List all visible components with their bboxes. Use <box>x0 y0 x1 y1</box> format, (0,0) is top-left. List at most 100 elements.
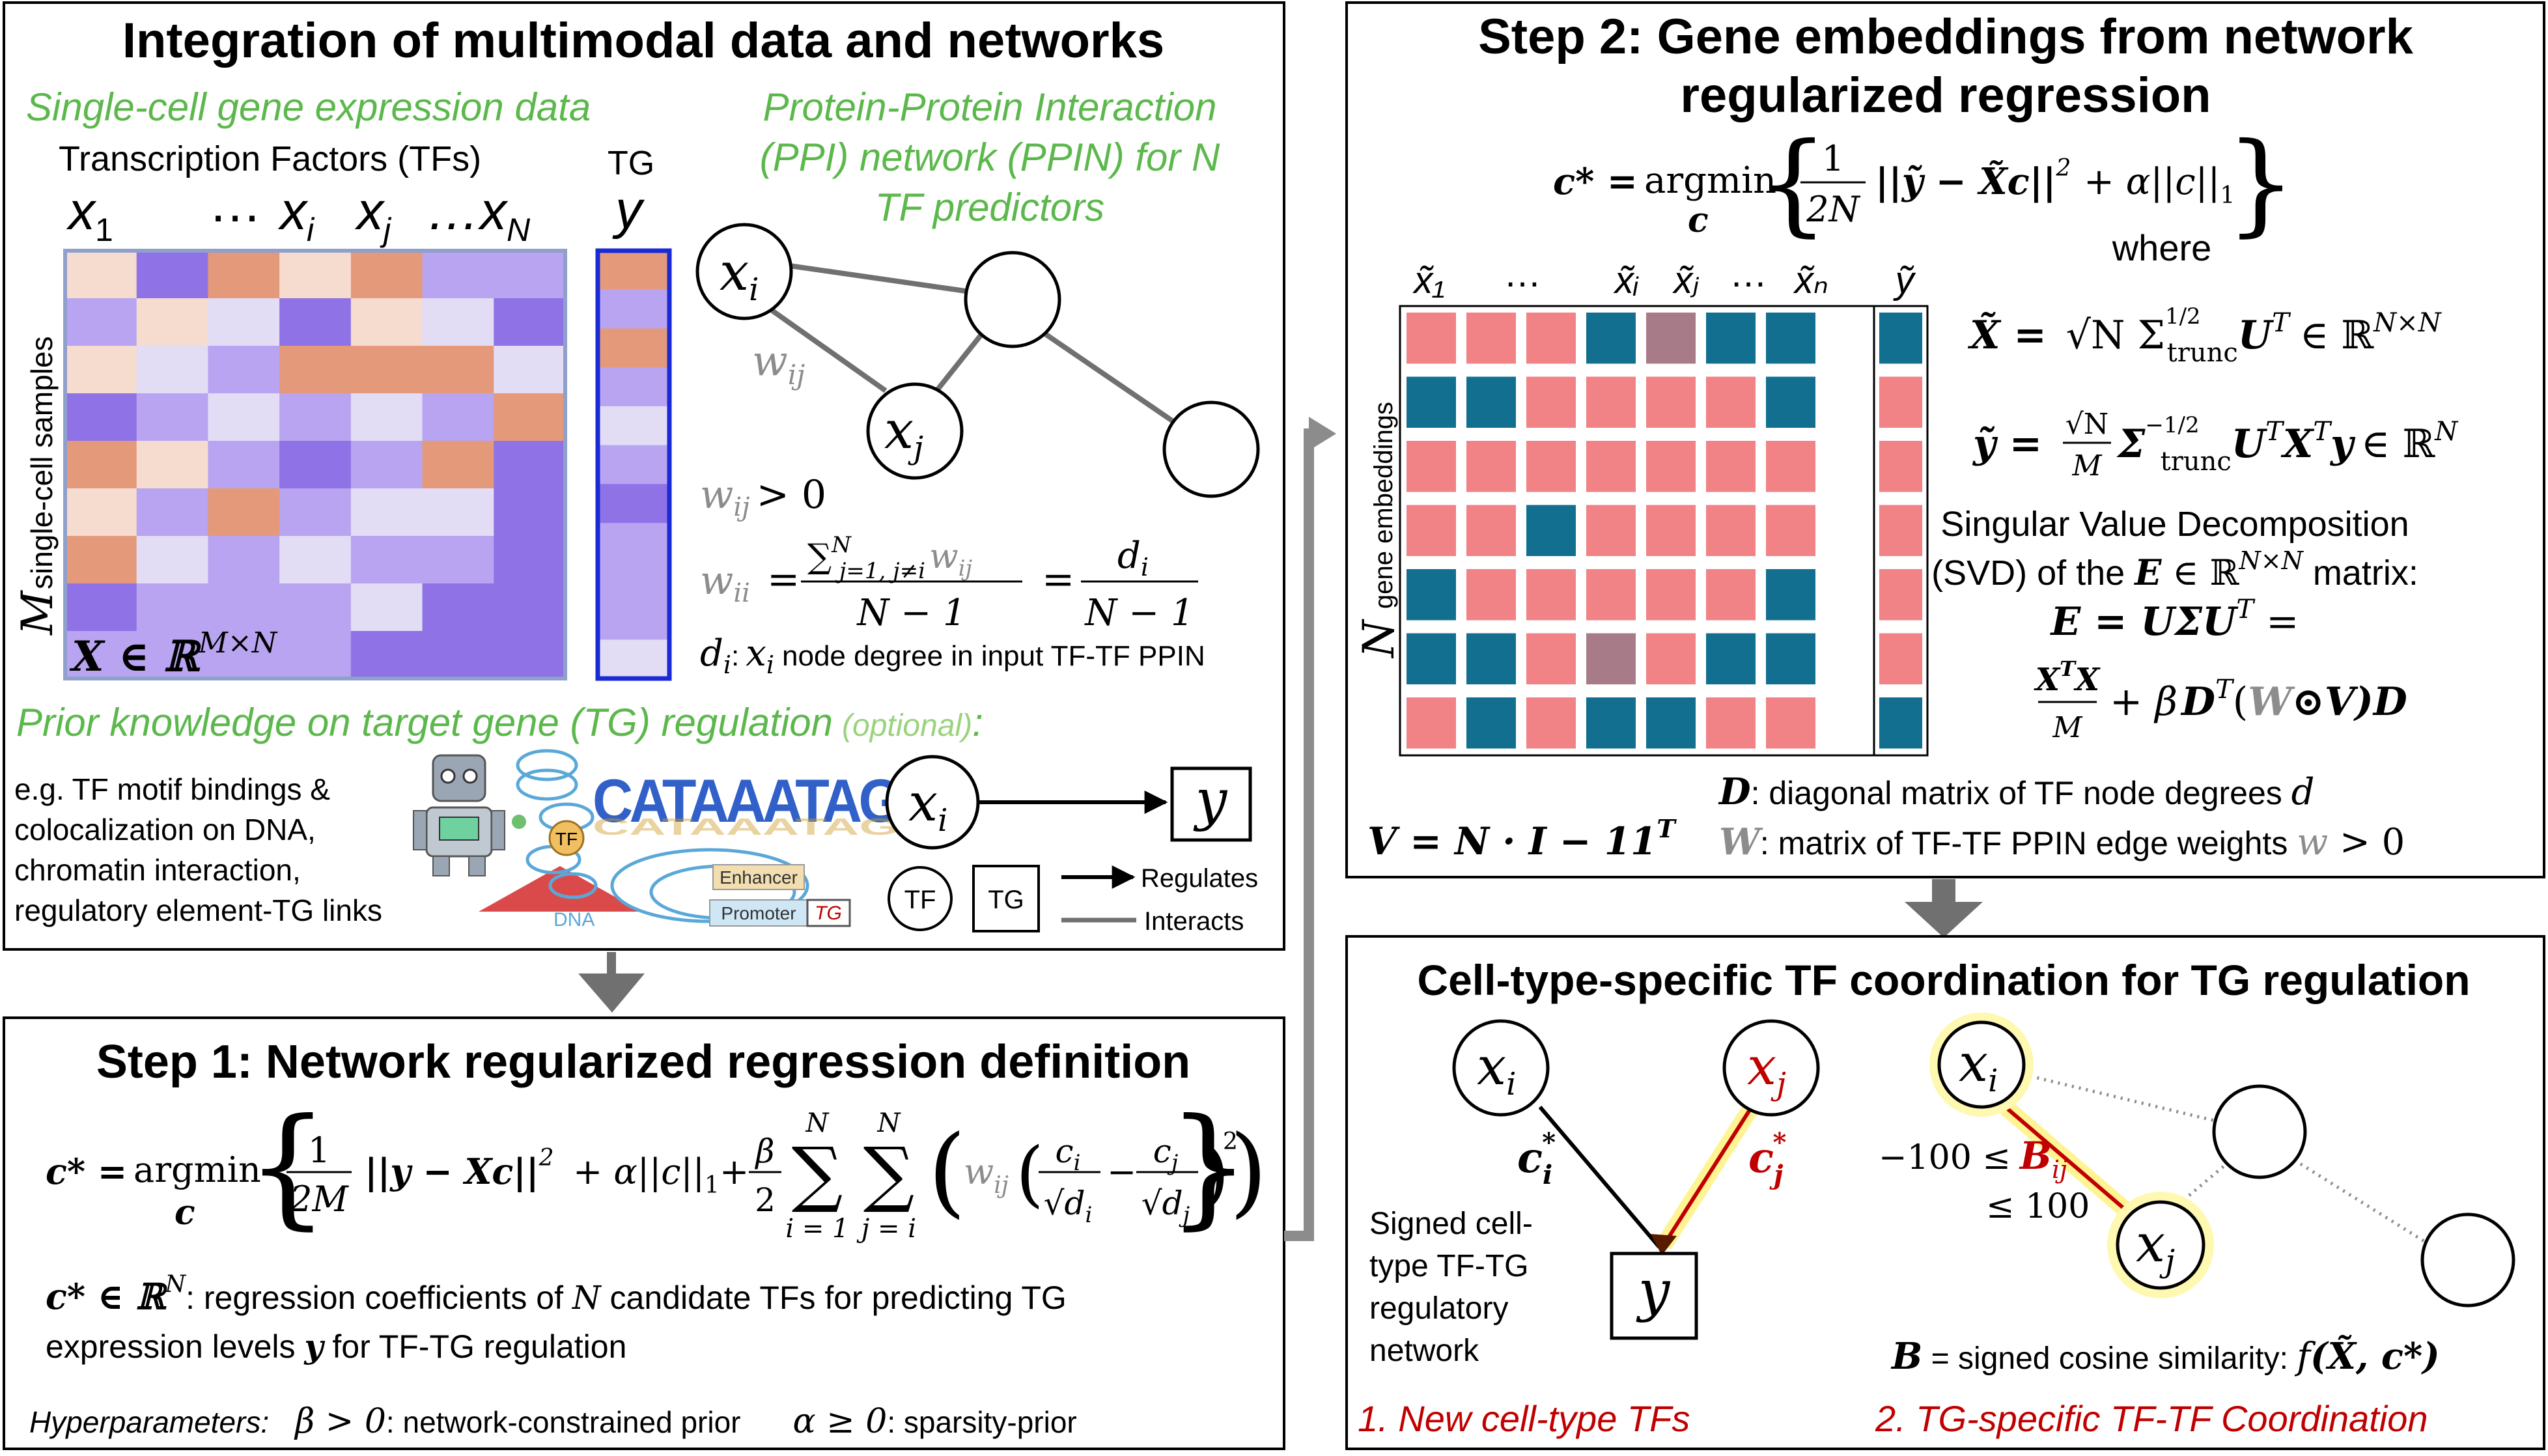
ppi-network: xi xj wij <box>695 223 1260 498</box>
heatmap-cell <box>65 298 137 346</box>
step1-eq-paren-right2: ) <box>1201 1132 1229 1215</box>
heatmap-cell <box>136 488 208 537</box>
step1-c-definition-2: expression levels y for TF-TG regulation <box>46 1327 626 1365</box>
wii-eq1: = <box>767 557 800 602</box>
embedding-cell <box>1646 376 1696 428</box>
enhancer-label: Enhancer <box>720 867 798 888</box>
step2-eq-norm: ||ỹ − X̃c||2 <box>1875 155 2071 203</box>
heatmap-cell <box>350 346 423 394</box>
node-xj-label: xj <box>1747 1036 1786 1102</box>
step1-eq-alpha: + α||c||1 <box>573 1151 720 1199</box>
embedding-cell <box>1526 441 1576 492</box>
embedding-cell <box>1407 633 1456 684</box>
step1-eq-paren-right: ) <box>1229 1115 1268 1228</box>
embedding-y-column-border <box>1873 305 1929 757</box>
step1-title: Step 1: Network regularized regression d… <box>96 1036 1190 1088</box>
heatmap-cell <box>136 536 208 584</box>
embedding-cell <box>1706 505 1756 556</box>
heatmap-cell <box>279 393 352 441</box>
r-node-xj-label: xj <box>2136 1213 2175 1280</box>
step2-eq-brace-left: { <box>1758 119 1828 248</box>
embedding-cell <box>1466 376 1516 428</box>
motif-logo: CATAAATAG <box>593 766 899 835</box>
ci-star: ci* <box>1517 1127 1556 1190</box>
heatmap-cell <box>350 488 423 537</box>
step1-eq-paren-left2: ( <box>1016 1132 1044 1215</box>
tg-axis-label: TG <box>608 145 654 182</box>
legend-tf-node <box>888 866 953 931</box>
heatmap-cell <box>350 298 423 346</box>
ppi-edge-xi-xj <box>764 303 888 393</box>
ppi-title-3: TF predictors <box>875 186 1104 229</box>
heatmap-cell <box>350 536 423 584</box>
e-frac-den: M <box>2052 711 2082 744</box>
step1-eq-minus: − <box>1107 1151 1136 1192</box>
signed-line-2: type TF-TG <box>1369 1249 1528 1283</box>
heatmap-cell <box>136 346 208 394</box>
r-node-right <box>2420 1212 2515 1308</box>
m-letter: M <box>12 590 63 636</box>
wij-positive: wij> 0 <box>700 472 826 522</box>
heatmap-cell <box>350 631 423 679</box>
step2-where: where <box>2112 227 2212 268</box>
tg-cell <box>598 406 669 446</box>
ci-edge <box>1538 1106 1661 1248</box>
wii-rhs-num: di <box>1117 535 1149 581</box>
col-label-xN: x̃ₙ <box>1793 259 1828 301</box>
heatmap-cell <box>208 393 280 441</box>
embedding-y-cell <box>1879 505 1922 556</box>
embedding-cell <box>1706 569 1756 621</box>
heatmap-cell <box>65 631 137 679</box>
step1-eq-w: wij <box>964 1151 1009 1199</box>
n-letter: N <box>1354 619 1404 659</box>
promoter-label: Promoter <box>721 903 796 923</box>
heatmap-cell <box>494 298 566 346</box>
step1-eq-norm: ||y − Xc||2 <box>365 1145 553 1193</box>
embedding-cell <box>1646 569 1696 621</box>
embedding-cell <box>1526 376 1576 428</box>
robot-illustration <box>413 754 641 912</box>
bij-range-2: ≤ 100 <box>1986 1187 2090 1226</box>
embedding-y-cell <box>1879 633 1922 684</box>
heatmap-cell <box>279 441 352 489</box>
heatmap-cell <box>494 536 566 584</box>
wii-rhs-den: N − 1 <box>1084 592 1194 634</box>
reg-node-y <box>1170 766 1252 842</box>
col-label-dots1: … <box>1504 253 1541 295</box>
embedding-cell <box>1586 313 1636 364</box>
e-frac-num: XTX <box>2034 656 2101 698</box>
step1-eq-ci: ci <box>1056 1132 1081 1176</box>
embedding-cell <box>1466 569 1516 621</box>
hic-triangle <box>479 866 641 912</box>
step2-title-2: regularized regression <box>1680 68 2211 123</box>
y-tilde-frac-num: √N <box>2065 408 2109 441</box>
new-tfs-label: 1. New cell-type TFs <box>1358 1398 1690 1439</box>
var-x1: x1 <box>66 182 113 248</box>
embedding-cell <box>1706 441 1756 492</box>
embedding-cell <box>1586 441 1636 492</box>
heatmap-cell <box>422 251 494 299</box>
step1-eq-brace-right: } <box>1168 1091 1250 1242</box>
step2-eq-alpha: + α||c||1 <box>2084 161 2235 209</box>
step1-eq-frac-num: 1 <box>308 1130 330 1171</box>
embedding-cell <box>1407 441 1456 492</box>
step1-eq-dj: √dj <box>1141 1184 1190 1228</box>
step1-eq-sq: 2 <box>1223 1128 1238 1155</box>
embedding-cell <box>1526 697 1576 749</box>
heatmap-cell <box>65 488 137 537</box>
ppi-node-top <box>964 251 1061 348</box>
r-node-xj <box>2116 1200 2205 1290</box>
step2-eq-argmin-sub: c <box>1688 201 1709 240</box>
heatmap-cell <box>136 631 208 679</box>
embedding-cell <box>1766 441 1815 492</box>
heatmap-cell <box>422 631 494 679</box>
tg-cell <box>598 561 669 602</box>
coordination-label: 2. TG-specific TF-TF Coordination <box>1875 1398 2428 1439</box>
step1-eq-frac-den: 2M <box>289 1179 349 1220</box>
ppi-edge-xj-top <box>935 324 991 391</box>
promoter-box <box>709 899 808 927</box>
panel-integration: Integration of multimodal data and netwo… <box>3 1 1285 951</box>
